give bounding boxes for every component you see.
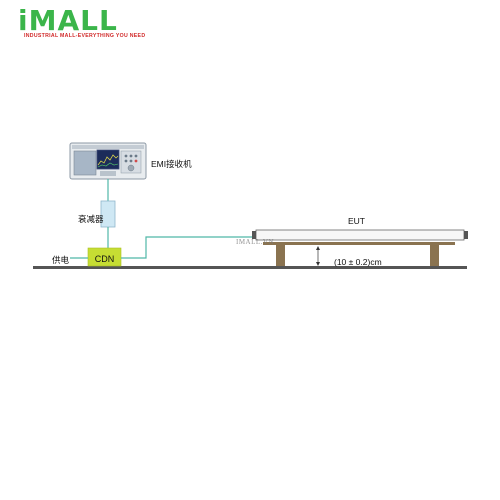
eut-label: EUT [348,216,365,226]
cable-cdn-eut [121,236,253,259]
ground-plane [33,266,467,269]
power-supply-label: 供电 [52,255,70,265]
height-label: (10 ± 0.2)cm [334,257,382,267]
emi-receiver-label: EMI接收机 [151,159,192,169]
cdn-label: CDN [94,254,115,264]
cdn-box [87,247,122,267]
logo-tagline: INDUSTRIAL MALL-EVERYTHING YOU NEED [24,33,146,39]
logo-text: iMALL [18,4,118,37]
height-dimension-marker [316,246,320,266]
imall-logo: iMALL INDUSTRIAL MALL-EVERYTHING YOU NEE… [8,4,148,40]
table-leg-right [430,245,439,266]
attenuator-label: 衰减器 [78,214,104,224]
table-leg-left [276,245,285,266]
table-top [263,242,455,245]
emi-receiver-icon [69,142,147,180]
eut-body [255,229,465,241]
watermark: IMALL.VN [236,238,275,246]
